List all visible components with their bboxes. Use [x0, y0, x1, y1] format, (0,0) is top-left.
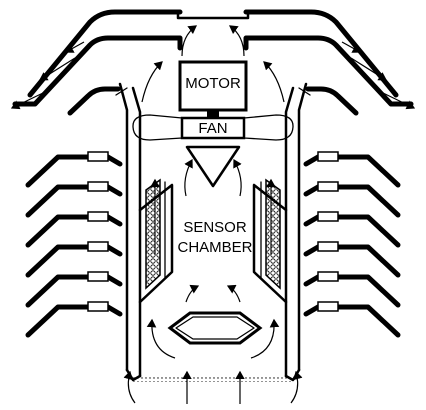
- sensor-element: [167, 311, 263, 345]
- inlet-mesh: [133, 376, 293, 382]
- airflow-arrow-icon: [250, 318, 280, 359]
- airflow-arrow-icon: [380, 91, 416, 110]
- airflow-arrow-icon: [263, 61, 285, 103]
- right-filter: [252, 178, 288, 304]
- airflow-arrow-icon: [341, 41, 362, 53]
- airflow-arrow-icon: [123, 370, 136, 404]
- left-louvers: [25, 151, 123, 338]
- airflow-arrow-icon: [185, 284, 200, 303]
- fan-label: FAN: [198, 120, 227, 137]
- airflow-arrow-icon: [146, 318, 176, 359]
- left-filter: [138, 178, 174, 304]
- right-louvers: [303, 151, 401, 338]
- airflow-arrow-icon: [38, 57, 76, 81]
- motor-label: MOTOR: [185, 75, 241, 92]
- airflow-arrow-icon: [290, 370, 303, 404]
- top-hood: [12, 9, 414, 116]
- airflow-arrows: [10, 25, 416, 404]
- sensor-label-line2: CHAMBER: [177, 239, 252, 256]
- airflow-arrow-icon: [226, 284, 241, 303]
- airflow-arrow-icon: [350, 57, 388, 81]
- airflow-arrow-icon: [10, 91, 46, 110]
- motor: MOTOR: [178, 60, 248, 118]
- airflow-arrow-icon: [233, 158, 242, 197]
- fan-deflector: [185, 145, 241, 188]
- airflow-arrow-icon: [64, 41, 85, 53]
- airflow-arrow-icon: [141, 61, 163, 103]
- airflow-arrow-icon: [181, 25, 197, 57]
- airflow-arrow-icon: [229, 25, 245, 57]
- sensor-label-line1: SENSOR: [183, 219, 247, 236]
- airflow-arrow-icon: [184, 158, 193, 197]
- fan: FAN: [132, 114, 294, 141]
